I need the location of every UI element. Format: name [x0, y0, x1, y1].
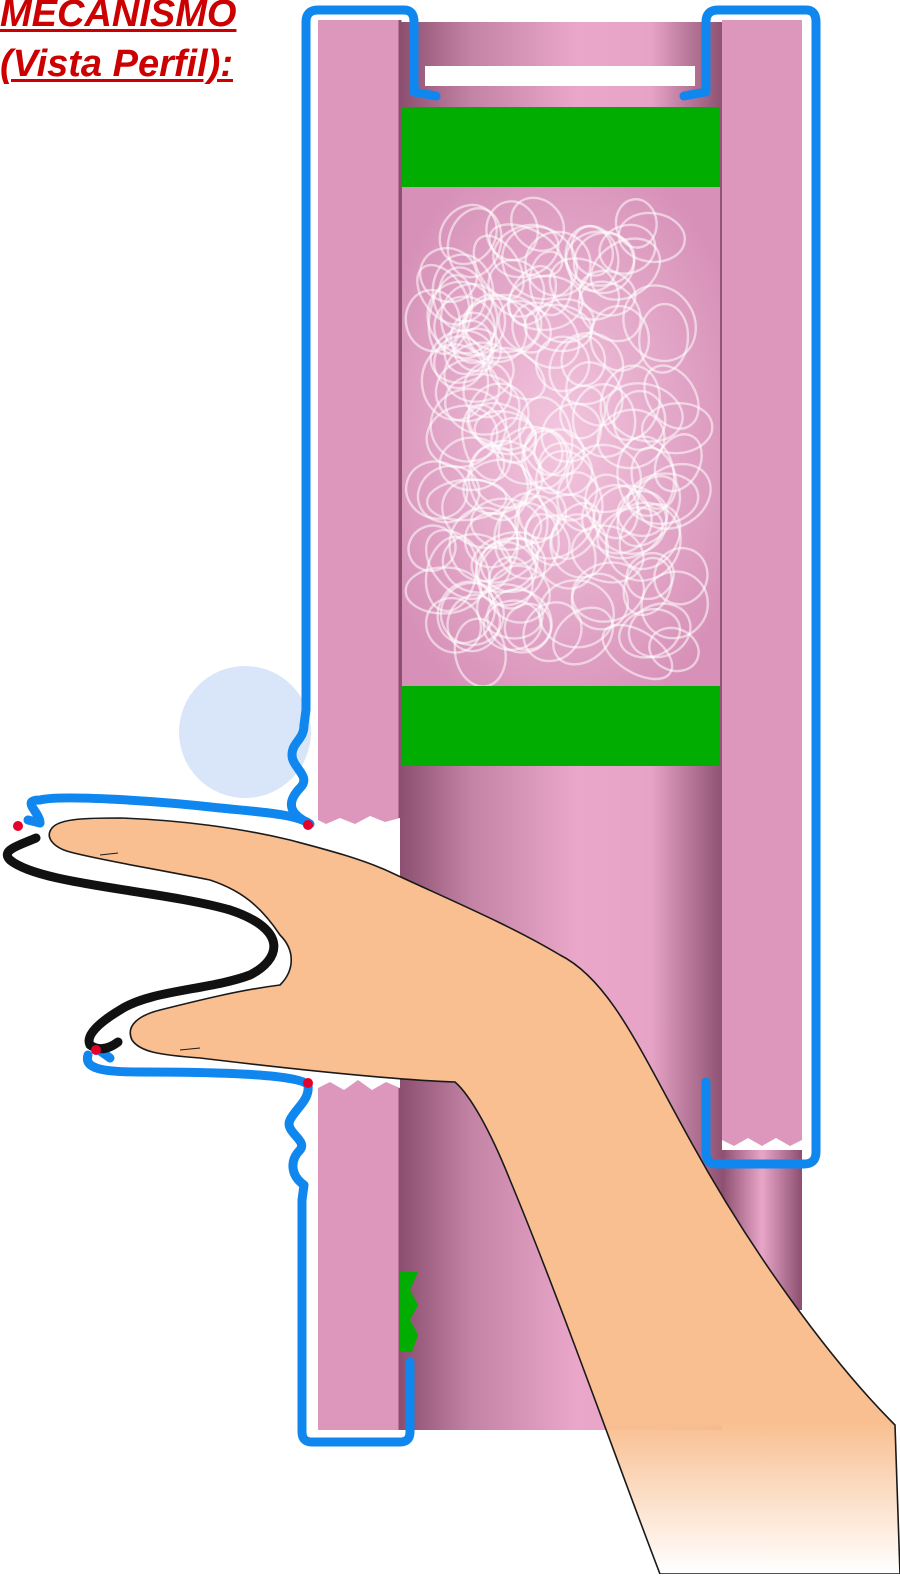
blue-hook-upper: [28, 820, 40, 823]
anchor-point: [13, 821, 23, 831]
lower-seal: [400, 686, 720, 766]
right-wall: [722, 20, 802, 1146]
title-line-1: MECANISMO: [0, 0, 236, 34]
anchor-point: [91, 1045, 101, 1055]
left-wall-upper: [318, 20, 400, 824]
anchor-point: [303, 1078, 313, 1088]
foam-core: [399, 186, 723, 691]
left-wall-lower: [318, 1080, 400, 1430]
title-line-2: (Vista Perfil):: [0, 44, 233, 84]
anchor-point: [303, 820, 313, 830]
top-slot: [425, 66, 695, 86]
upper-seal: [400, 107, 720, 187]
bubble: [179, 666, 311, 798]
